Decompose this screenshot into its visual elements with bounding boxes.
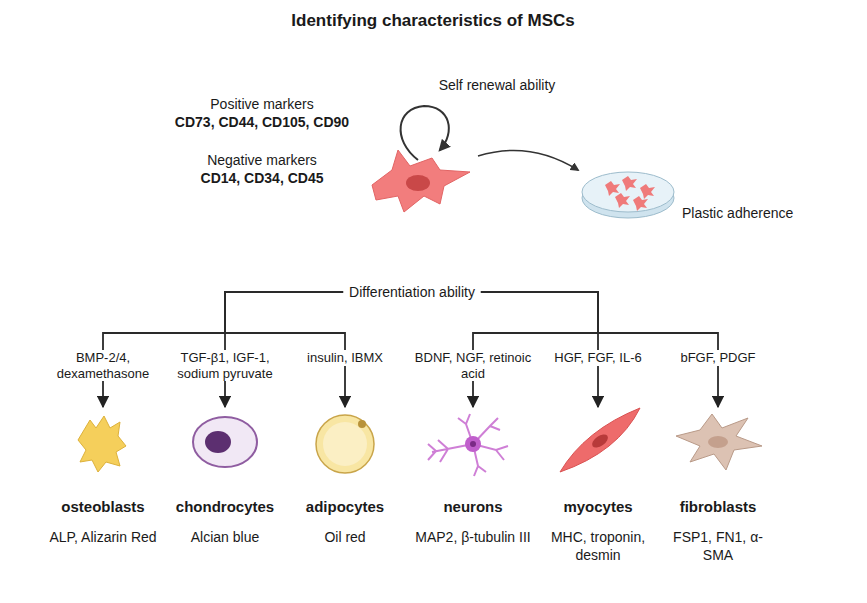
cell-name: myocytes (539, 498, 657, 515)
cell-type-node: osteoblastsALP, Alizarin Red (44, 408, 162, 547)
stain-markers: ALP, Alizarin Red (44, 529, 162, 547)
branch-hub: Differentiation ability (343, 282, 481, 302)
marker-list: CD73, CD44, CD105, CD90 (175, 114, 349, 130)
marker-heading: Negative markers (207, 152, 317, 168)
diagram-title: Identifying characteristics of MSCs (291, 11, 574, 31)
fibroblast-icon (676, 414, 762, 470)
stain-markers: MHC, troponin, desmin (539, 529, 657, 564)
cell-name: fibroblasts (659, 498, 777, 515)
growth-factors: insulin, IBMX (305, 350, 385, 366)
self-renewal-loop (401, 106, 449, 160)
cell-name: chondrocytes (166, 498, 284, 515)
growth-factors: HGF, FGF, IL-6 (552, 350, 643, 366)
cell-type-node: fibroblastsFSP1, FN1, α-SMA (659, 408, 777, 564)
stain-markers: Alcian blue (166, 529, 284, 547)
stain-markers: MAP2, β-tubulin III (414, 529, 532, 547)
cell-type-node: neuronsMAP2, β-tubulin III (414, 408, 532, 547)
cell-name: osteoblasts (44, 498, 162, 515)
cell-type-node: chondrocytesAlcian blue (166, 408, 284, 547)
growth-factors: TGF-β1, IGF-1, sodium pyruvate (164, 350, 286, 381)
process-label: Self renewal ability (439, 77, 556, 93)
marker-list: CD14, CD34, CD45 (201, 170, 324, 186)
myocyte-icon (560, 408, 640, 472)
osteoblast-icon (78, 416, 126, 472)
dish-node: Plastic adherence (578, 160, 818, 226)
msc-cell (372, 150, 470, 212)
cell-name: adipocytes (286, 498, 404, 515)
adipocyte-icon (316, 415, 374, 473)
node-label: Differentiation ability (349, 284, 475, 300)
cell-type-node: myocytesMHC, troponin, desmin (539, 408, 657, 564)
growth-factors: BMP-2/4, dexamethasone (42, 350, 164, 381)
adherence-arrow (478, 150, 578, 170)
stain-markers: Oil red (286, 529, 404, 547)
growth-factors: BDNF, NGF, retinoic acid (412, 350, 534, 381)
growth-factors: bFGF, PDGF (678, 350, 757, 366)
culture-dish (582, 172, 674, 218)
chondrocyte-icon (193, 417, 257, 467)
neuron-icon (428, 414, 508, 476)
stain-markers: FSP1, FN1, α-SMA (659, 529, 777, 564)
cell-name: neurons (414, 498, 532, 515)
node-label: Plastic adherence (682, 205, 818, 221)
cell-type-node: adipocytesOil red (286, 408, 404, 547)
marker-heading: Positive markers (210, 96, 313, 112)
